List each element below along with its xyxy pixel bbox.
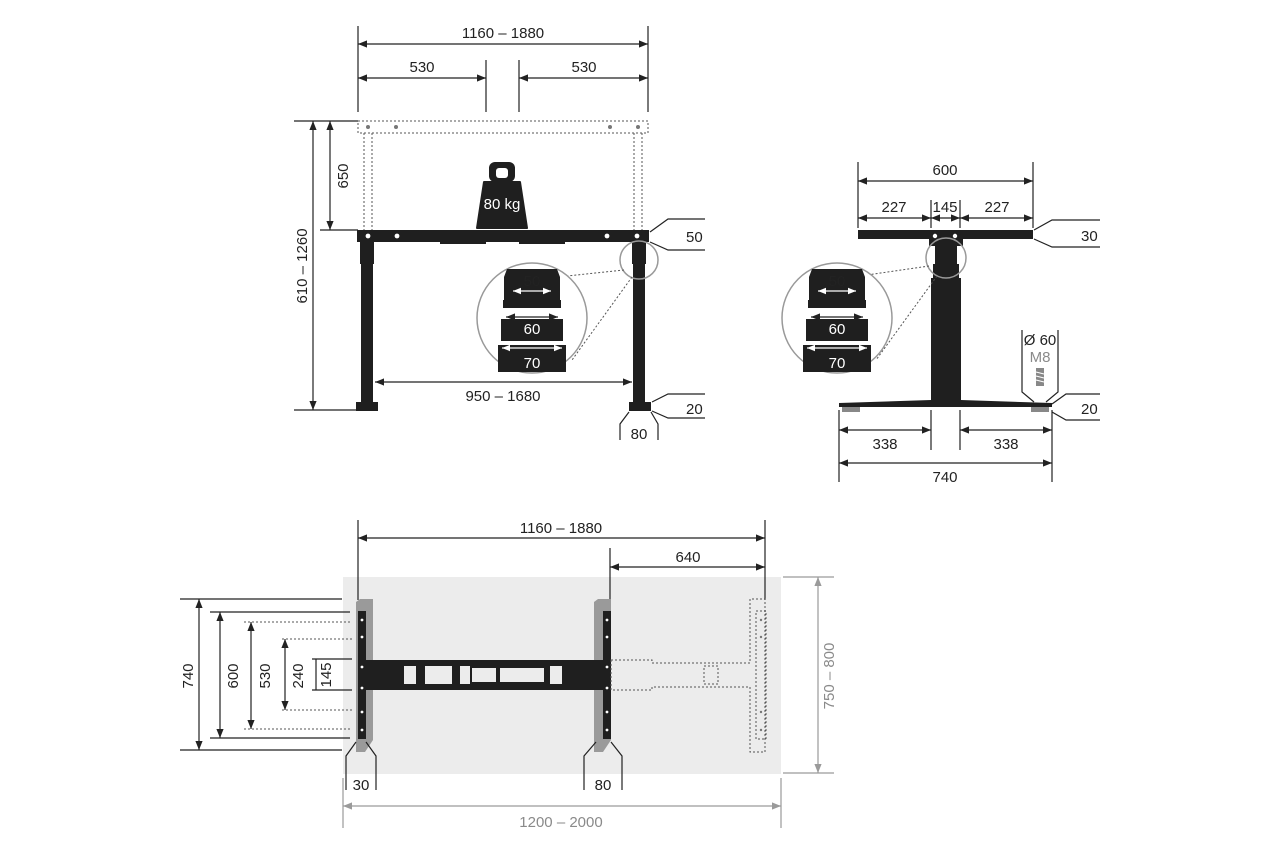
side-right-offset: 227: [984, 199, 1009, 216]
side-frame-thickness: 30: [1081, 228, 1098, 245]
side-center-spacing: 145: [932, 199, 957, 216]
top-tabletop-width: 1200 – 2000: [519, 814, 602, 831]
top-view: 1160 – 1880 640 740 600 530 240 145: [180, 520, 838, 831]
front-column-70: 70: [524, 355, 541, 372]
side-foot-length: 740: [932, 469, 957, 486]
front-column-60: 60: [524, 321, 541, 338]
front-foot-height: 20: [686, 401, 703, 418]
top-depth-530: 530: [257, 663, 274, 688]
top-right-offset: 640: [675, 549, 700, 566]
front-column-detail: [498, 269, 566, 372]
side-foot-left: 338: [872, 436, 897, 453]
top-depth-240: 240: [290, 663, 307, 688]
side-column-70: 70: [829, 355, 846, 372]
front-top-to-frame: 650: [335, 163, 352, 188]
top-overall-width: 1160 – 1880: [520, 520, 602, 537]
glide-screw-icon: [1035, 368, 1045, 386]
crossbar: [366, 660, 603, 690]
front-view: 1160 – 1880 530 530 610 – 1260 650: [294, 25, 705, 443]
front-column-50: 50: [524, 273, 541, 290]
side-left-offset: 227: [881, 199, 906, 216]
front-foot-width: 80: [631, 426, 648, 443]
side-foot-height: 20: [1081, 401, 1098, 418]
side-column-50: 50: [829, 273, 846, 290]
side-view: 600 227 145 227 30 Ø 60 M8: [781, 162, 1100, 486]
side-glide-thread: M8: [1030, 349, 1051, 366]
front-inner-span: 950 – 1680: [465, 388, 540, 405]
top-tabletop-depth: 750 – 800: [821, 643, 838, 710]
front-half-left: 530: [409, 59, 434, 76]
top-foot-80: 80: [595, 777, 612, 794]
top-depth-740: 740: [180, 663, 197, 688]
side-width: 600: [932, 162, 957, 179]
extended-position-outline: [610, 598, 767, 753]
top-foot-30: 30: [353, 777, 370, 794]
front-overall-width: 1160 – 1880: [462, 25, 544, 42]
weight-icon: [476, 162, 528, 229]
front-frame-thickness: 50: [686, 229, 703, 246]
side-foot-right: 338: [993, 436, 1018, 453]
top-depth-145: 145: [318, 662, 335, 687]
front-load-label: 80 kg: [484, 196, 521, 213]
front-half-right: 530: [571, 59, 596, 76]
side-column-60: 60: [829, 321, 846, 338]
side-glide-diameter: Ø 60: [1024, 332, 1057, 349]
top-depth-600: 600: [225, 663, 242, 688]
side-column-detail: [803, 269, 871, 372]
front-height-range: 610 – 1260: [294, 228, 311, 303]
